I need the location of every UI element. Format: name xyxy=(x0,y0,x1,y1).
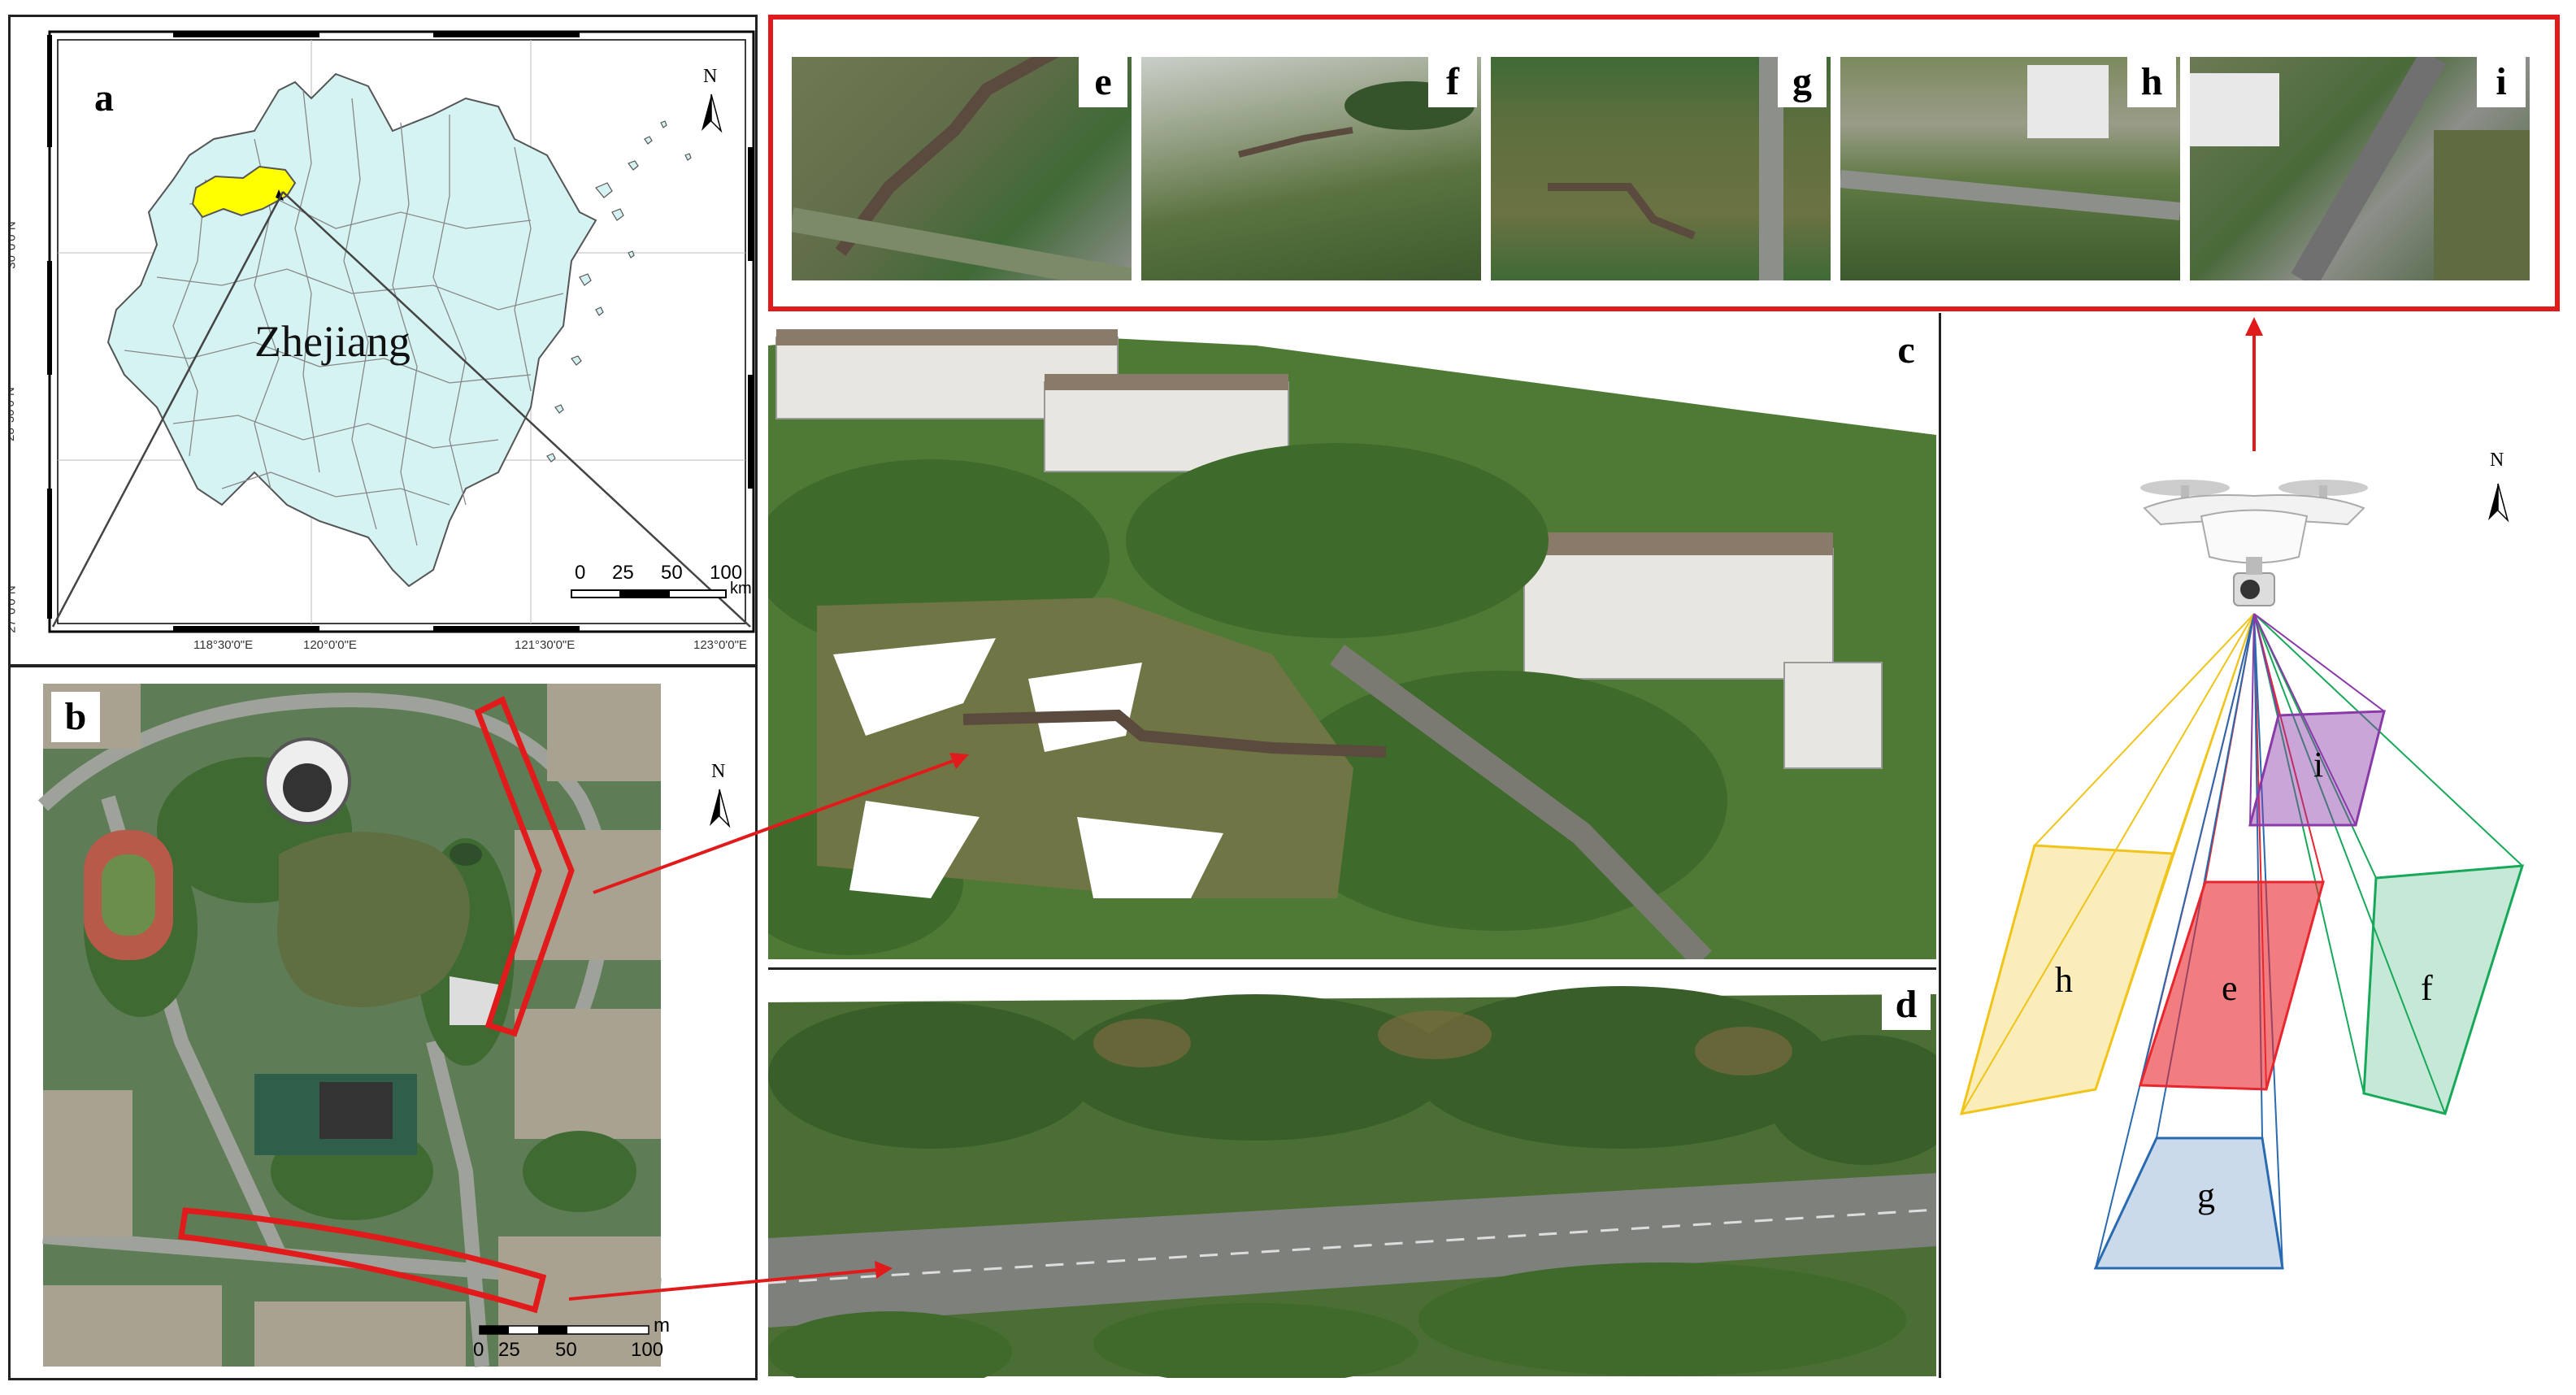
scale-bar-a xyxy=(571,589,727,598)
frustum-e-label: e xyxy=(2222,968,2238,1008)
x-tick-1: 118°30'0"E xyxy=(193,638,254,652)
photo-g xyxy=(1489,55,1832,282)
north-arrow-b xyxy=(710,789,731,828)
panel-drone-schematic: N h e f g i xyxy=(1939,313,2560,1378)
y-tick-1: 30°0'0"N xyxy=(8,221,19,269)
frustum-i-label: i xyxy=(2313,745,2324,784)
frustum-f xyxy=(2362,864,2525,1115)
panel-b-aerial: b N 0 25 50 100 m xyxy=(8,665,758,1380)
photo-e-label: e xyxy=(1079,57,1127,107)
province-label: Zhejiang xyxy=(254,317,411,366)
panel-c-letter: c xyxy=(1882,325,1931,376)
frustum-h-label: h xyxy=(2055,960,2073,1000)
study-area-road xyxy=(177,1207,547,1314)
x-tick-2: 120°0'0"E xyxy=(303,638,357,652)
north-label-a: N xyxy=(703,66,718,87)
scale-bar-b xyxy=(479,1325,649,1335)
panel-a-map: a Zhejiang N 0 25 50 100 km 118°30'0"E 1… xyxy=(8,15,758,667)
frustum-e xyxy=(2138,880,2325,1091)
panel-a-letter: a xyxy=(94,76,114,120)
north-arrow-drone xyxy=(2488,483,2509,523)
photo-i-label: i xyxy=(2477,57,2526,107)
photo-h-label: h xyxy=(2127,57,2176,107)
photo-e xyxy=(790,55,1133,282)
panel-d-model: d xyxy=(768,967,1936,1378)
x-tick-4: 123°0'0"E xyxy=(693,638,747,652)
photo-g-label: g xyxy=(1778,57,1827,107)
drone-icon xyxy=(2140,480,2368,606)
zhejiang-map xyxy=(47,30,755,633)
panel-c-model: c xyxy=(768,313,1936,959)
frustum-g-label: g xyxy=(2197,1176,2215,1215)
north-arrow-a xyxy=(702,93,723,133)
panel-d-letter: d xyxy=(1882,980,1931,1030)
study-area-lakeside xyxy=(474,696,575,1037)
campus-lake xyxy=(277,832,470,1007)
north-label-b: N xyxy=(711,761,726,782)
panel-b-letter: b xyxy=(51,692,100,742)
frustum-h xyxy=(1959,844,2175,1115)
frustum-i xyxy=(2248,710,2386,827)
x-tick-3: 121°30'0"E xyxy=(515,638,576,652)
photo-i xyxy=(2188,55,2531,282)
photo-f-label: f xyxy=(1428,57,1477,107)
campus-aerial-map xyxy=(37,684,731,1367)
y-tick-3: 27°0'0"N xyxy=(8,585,19,633)
photo-h xyxy=(1839,55,2182,282)
frustum-g xyxy=(2093,1136,2284,1270)
north-label-drone: N xyxy=(2490,450,2504,471)
frustum-f-label: f xyxy=(2421,968,2433,1008)
photo-f xyxy=(1140,55,1483,282)
y-tick-2: 28°30'0"N xyxy=(8,387,17,441)
